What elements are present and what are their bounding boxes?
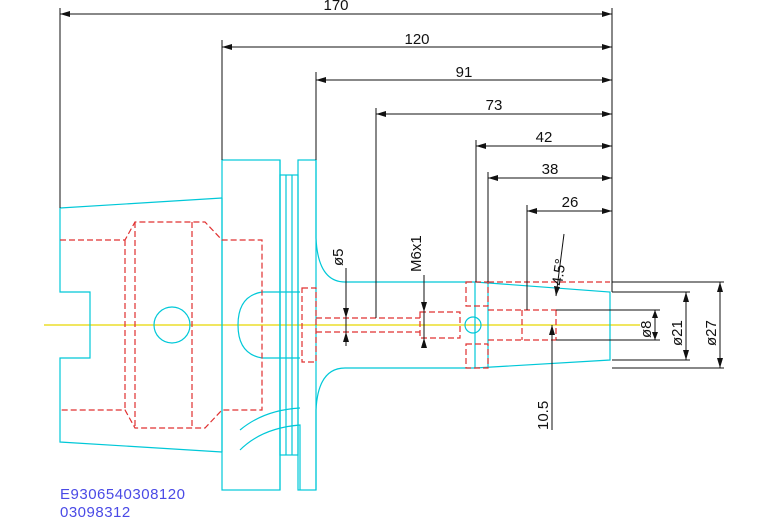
extension-lines [59,8,724,369]
part-code-line-2: 03098312 [60,504,131,521]
dim-73-label: 73 [486,97,503,114]
dim-42-label: 42 [536,129,553,146]
dim-dia-27: ø27 [703,282,723,368]
dim-angle-label: 4.5° [549,258,570,287]
dim-dia-21-label: ø21 [669,320,686,346]
dim-thread-label: M6x1 [408,235,425,272]
dim-dia-5: ø5 [330,248,349,346]
dim-dia-21: ø21 [669,292,689,360]
part-code-line-1: E9306540308120 [60,486,186,503]
dim-dia-27-label: ø27 [703,320,720,346]
dim-26-label: 26 [562,194,579,211]
dim-120-label: 120 [404,31,429,48]
dim-10-5-label: 10.5 [535,401,552,430]
dim-38-label: 38 [542,161,559,178]
dim-170: 170 [60,0,612,17]
dim-angle: 4.5° [549,233,570,297]
dim-91-label: 91 [456,64,473,81]
dim-dia-8-label: ø8 [638,320,655,338]
dim-dia-5-label: ø5 [330,248,347,266]
dim-42: 42 [476,129,612,149]
hidden-lines [60,221,610,429]
dim-thread: M6x1 [408,235,427,348]
dim-38: 38 [488,161,612,181]
dim-10-5: 10.5 [535,325,555,430]
dim-91: 91 [316,64,612,83]
dim-dia-8: ø8 [638,310,658,340]
dim-170-label: 170 [323,0,348,14]
dim-26: 26 [527,194,612,214]
dim-120: 120 [222,31,612,50]
dim-73: 73 [376,97,612,117]
